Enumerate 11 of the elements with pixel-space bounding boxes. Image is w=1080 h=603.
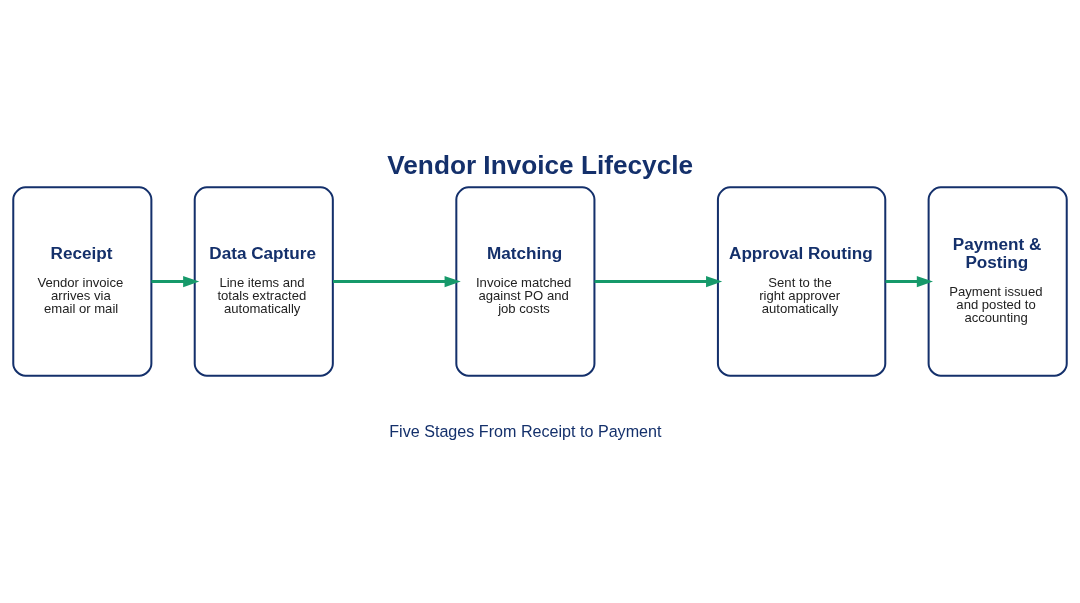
node-box: Payment & Posting Payment issued and posted to accounting — [927, 186, 1068, 377]
arrow — [151, 275, 200, 288]
arrow — [333, 275, 461, 288]
arrow — [594, 275, 723, 288]
node-box: Approval Routing Sent to the right approver automatically — [716, 186, 887, 377]
diagram-title: Vendor Invoice Lifecycle — [387, 150, 694, 181]
node-box: Receipt Vendor invoice arrives via email or mail — [12, 186, 153, 377]
node-box: Data Capture Line items and totals extracted automatically — [193, 186, 334, 377]
arrow — [885, 275, 933, 288]
label: Five Stages From Receipt to Payment — [389, 421, 662, 440]
node-box: Matching Invoice matched against PO and job costs — [455, 186, 596, 377]
